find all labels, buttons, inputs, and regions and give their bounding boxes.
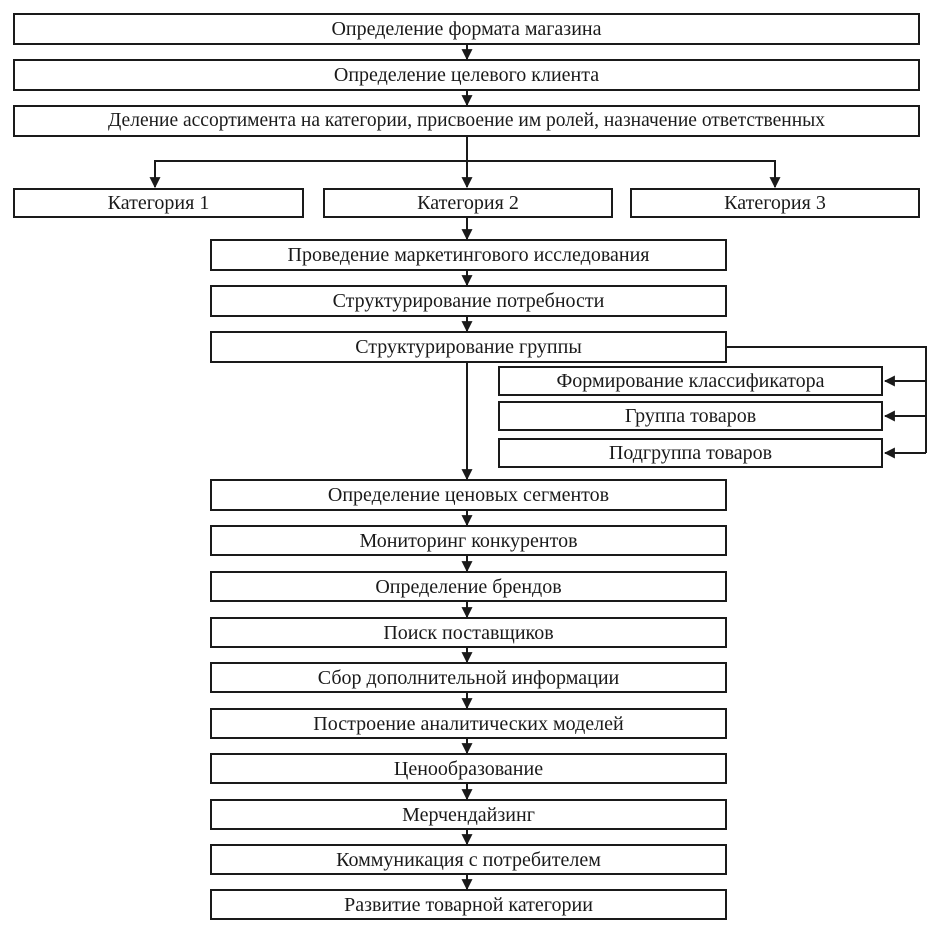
step-label: Поиск поставщиков — [383, 621, 554, 644]
step-label: Коммуникация с потребителем — [336, 848, 601, 871]
category-label: Категория 3 — [724, 192, 826, 214]
step-label: Определение целевого клиента — [333, 64, 600, 86]
step-additional-info: Сбор дополнительной информации — [210, 662, 727, 693]
step-consumer-communication: Коммуникация с потребителем — [210, 844, 727, 875]
category-3-box: Категория 3 — [630, 188, 920, 218]
category-label: Категория 2 — [417, 192, 519, 214]
step-target-client: Определение целевого клиента — [13, 59, 920, 91]
step-label: Сбор дополнительной информации — [317, 666, 620, 689]
step-label: Определение формата магазина — [331, 18, 602, 40]
branch-label: Формирование классификатора — [556, 370, 825, 392]
branch-classifier: Формирование классификатора — [498, 366, 883, 396]
step-label: Развитие товарной категории — [344, 893, 593, 916]
step-supplier-search: Поиск поставщиков — [210, 617, 727, 648]
branch-product-group: Группа товаров — [498, 401, 883, 431]
step-brand-definition: Определение брендов — [210, 571, 727, 602]
step-label: Проведение маркетингового исследования — [287, 244, 650, 266]
step-needs-structuring: Структурирование потребности — [210, 285, 727, 317]
step-assortment-division: Деление ассортимента на категории, присв… — [13, 105, 920, 137]
step-label: Структурирование потребности — [332, 290, 605, 312]
step-label: Построение аналитических моделей — [313, 712, 624, 735]
branch-right-line — [727, 346, 927, 453]
step-category-development: Развитие товарной категории — [210, 889, 727, 920]
category-1-box: Категория 1 — [13, 188, 304, 218]
step-marketing-research: Проведение маркетингового исследования — [210, 239, 727, 271]
category-2-box: Категория 2 — [323, 188, 613, 218]
step-group-structuring: Структурирование группы — [210, 331, 727, 363]
step-label: Мерчендайзинг — [402, 803, 535, 826]
step-store-format: Определение формата магазина — [13, 13, 920, 45]
branch-label: Подгруппа товаров — [608, 442, 773, 464]
step-label: Деление ассортимента на категории, присв… — [108, 110, 825, 132]
step-competitor-monitoring: Мониторинг конкурентов — [210, 525, 727, 556]
step-analytic-models: Построение аналитических моделей — [210, 708, 727, 739]
branch-product-subgroup: Подгруппа товаров — [498, 438, 883, 468]
step-pricing: Ценообразование — [210, 753, 727, 784]
branch-label: Группа товаров — [624, 405, 757, 427]
step-label: Определение брендов — [375, 575, 562, 598]
step-label: Мониторинг конкурентов — [359, 529, 578, 552]
step-label: Структурирование группы — [355, 336, 582, 358]
category-label: Категория 1 — [107, 192, 210, 214]
step-label: Определение ценовых сегментов — [327, 484, 610, 506]
step-price-segments: Определение ценовых сегментов — [210, 479, 727, 511]
step-merchandising: Мерчендайзинг — [210, 799, 727, 830]
step-label: Ценообразование — [393, 757, 544, 780]
